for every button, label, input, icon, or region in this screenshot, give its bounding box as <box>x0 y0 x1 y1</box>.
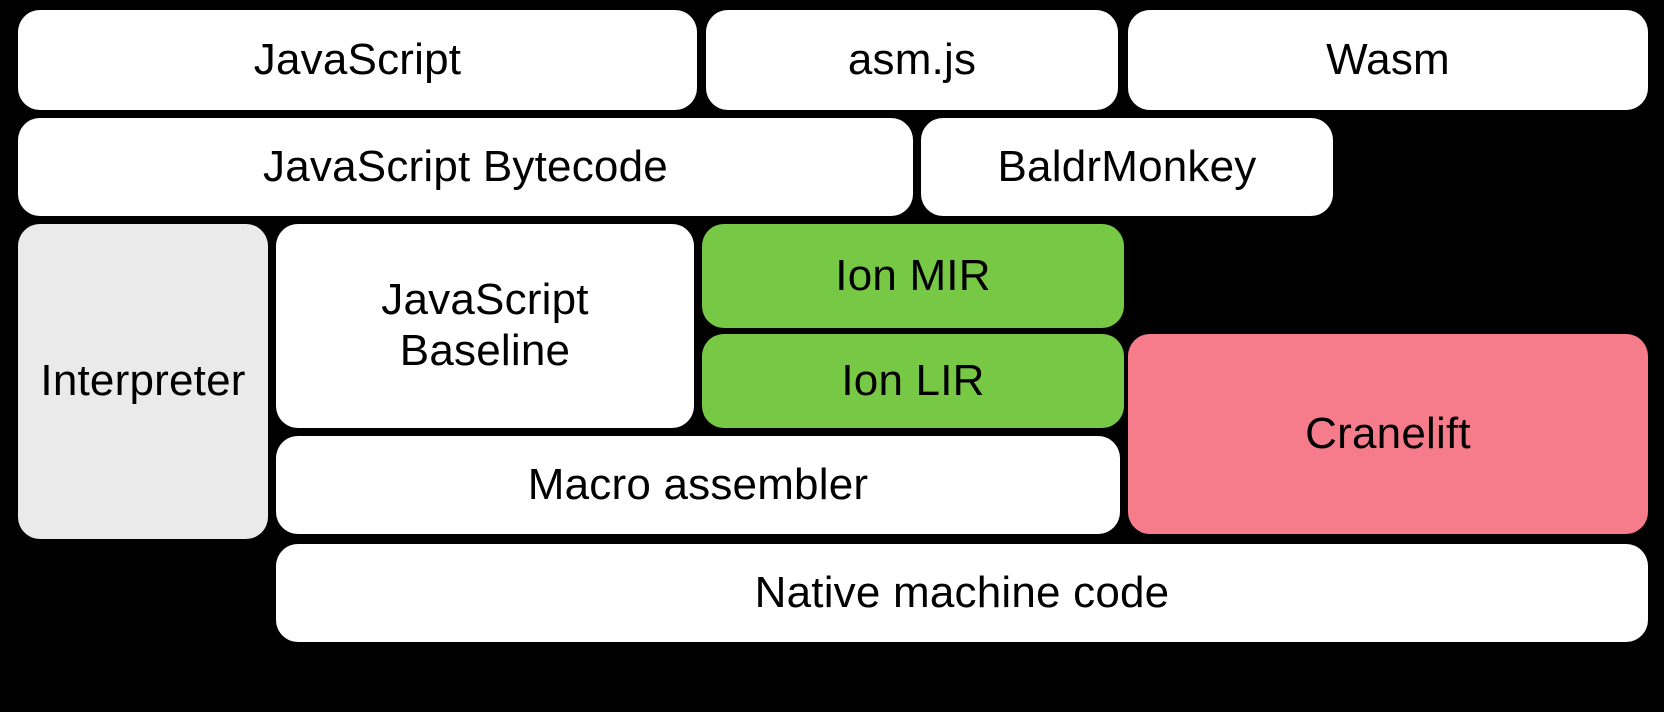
node-macro-assembler: Macro assembler <box>276 436 1120 534</box>
node-javascript: JavaScript <box>18 10 697 110</box>
node-baldrmonkey: BaldrMonkey <box>921 118 1333 216</box>
node-asm-js: asm.js <box>706 10 1118 110</box>
node-ion-lir: Ion LIR <box>702 334 1124 428</box>
node-native-machine-code: Native machine code <box>276 544 1648 642</box>
node-cranelift: Cranelift <box>1128 334 1648 534</box>
node-ion-mir: Ion MIR <box>702 224 1124 328</box>
node-javascript-bytecode: JavaScript Bytecode <box>18 118 913 216</box>
node-interpreter: Interpreter <box>18 224 268 539</box>
node-wasm: Wasm <box>1128 10 1648 110</box>
node-javascript-baseline: JavaScript Baseline <box>276 224 694 428</box>
